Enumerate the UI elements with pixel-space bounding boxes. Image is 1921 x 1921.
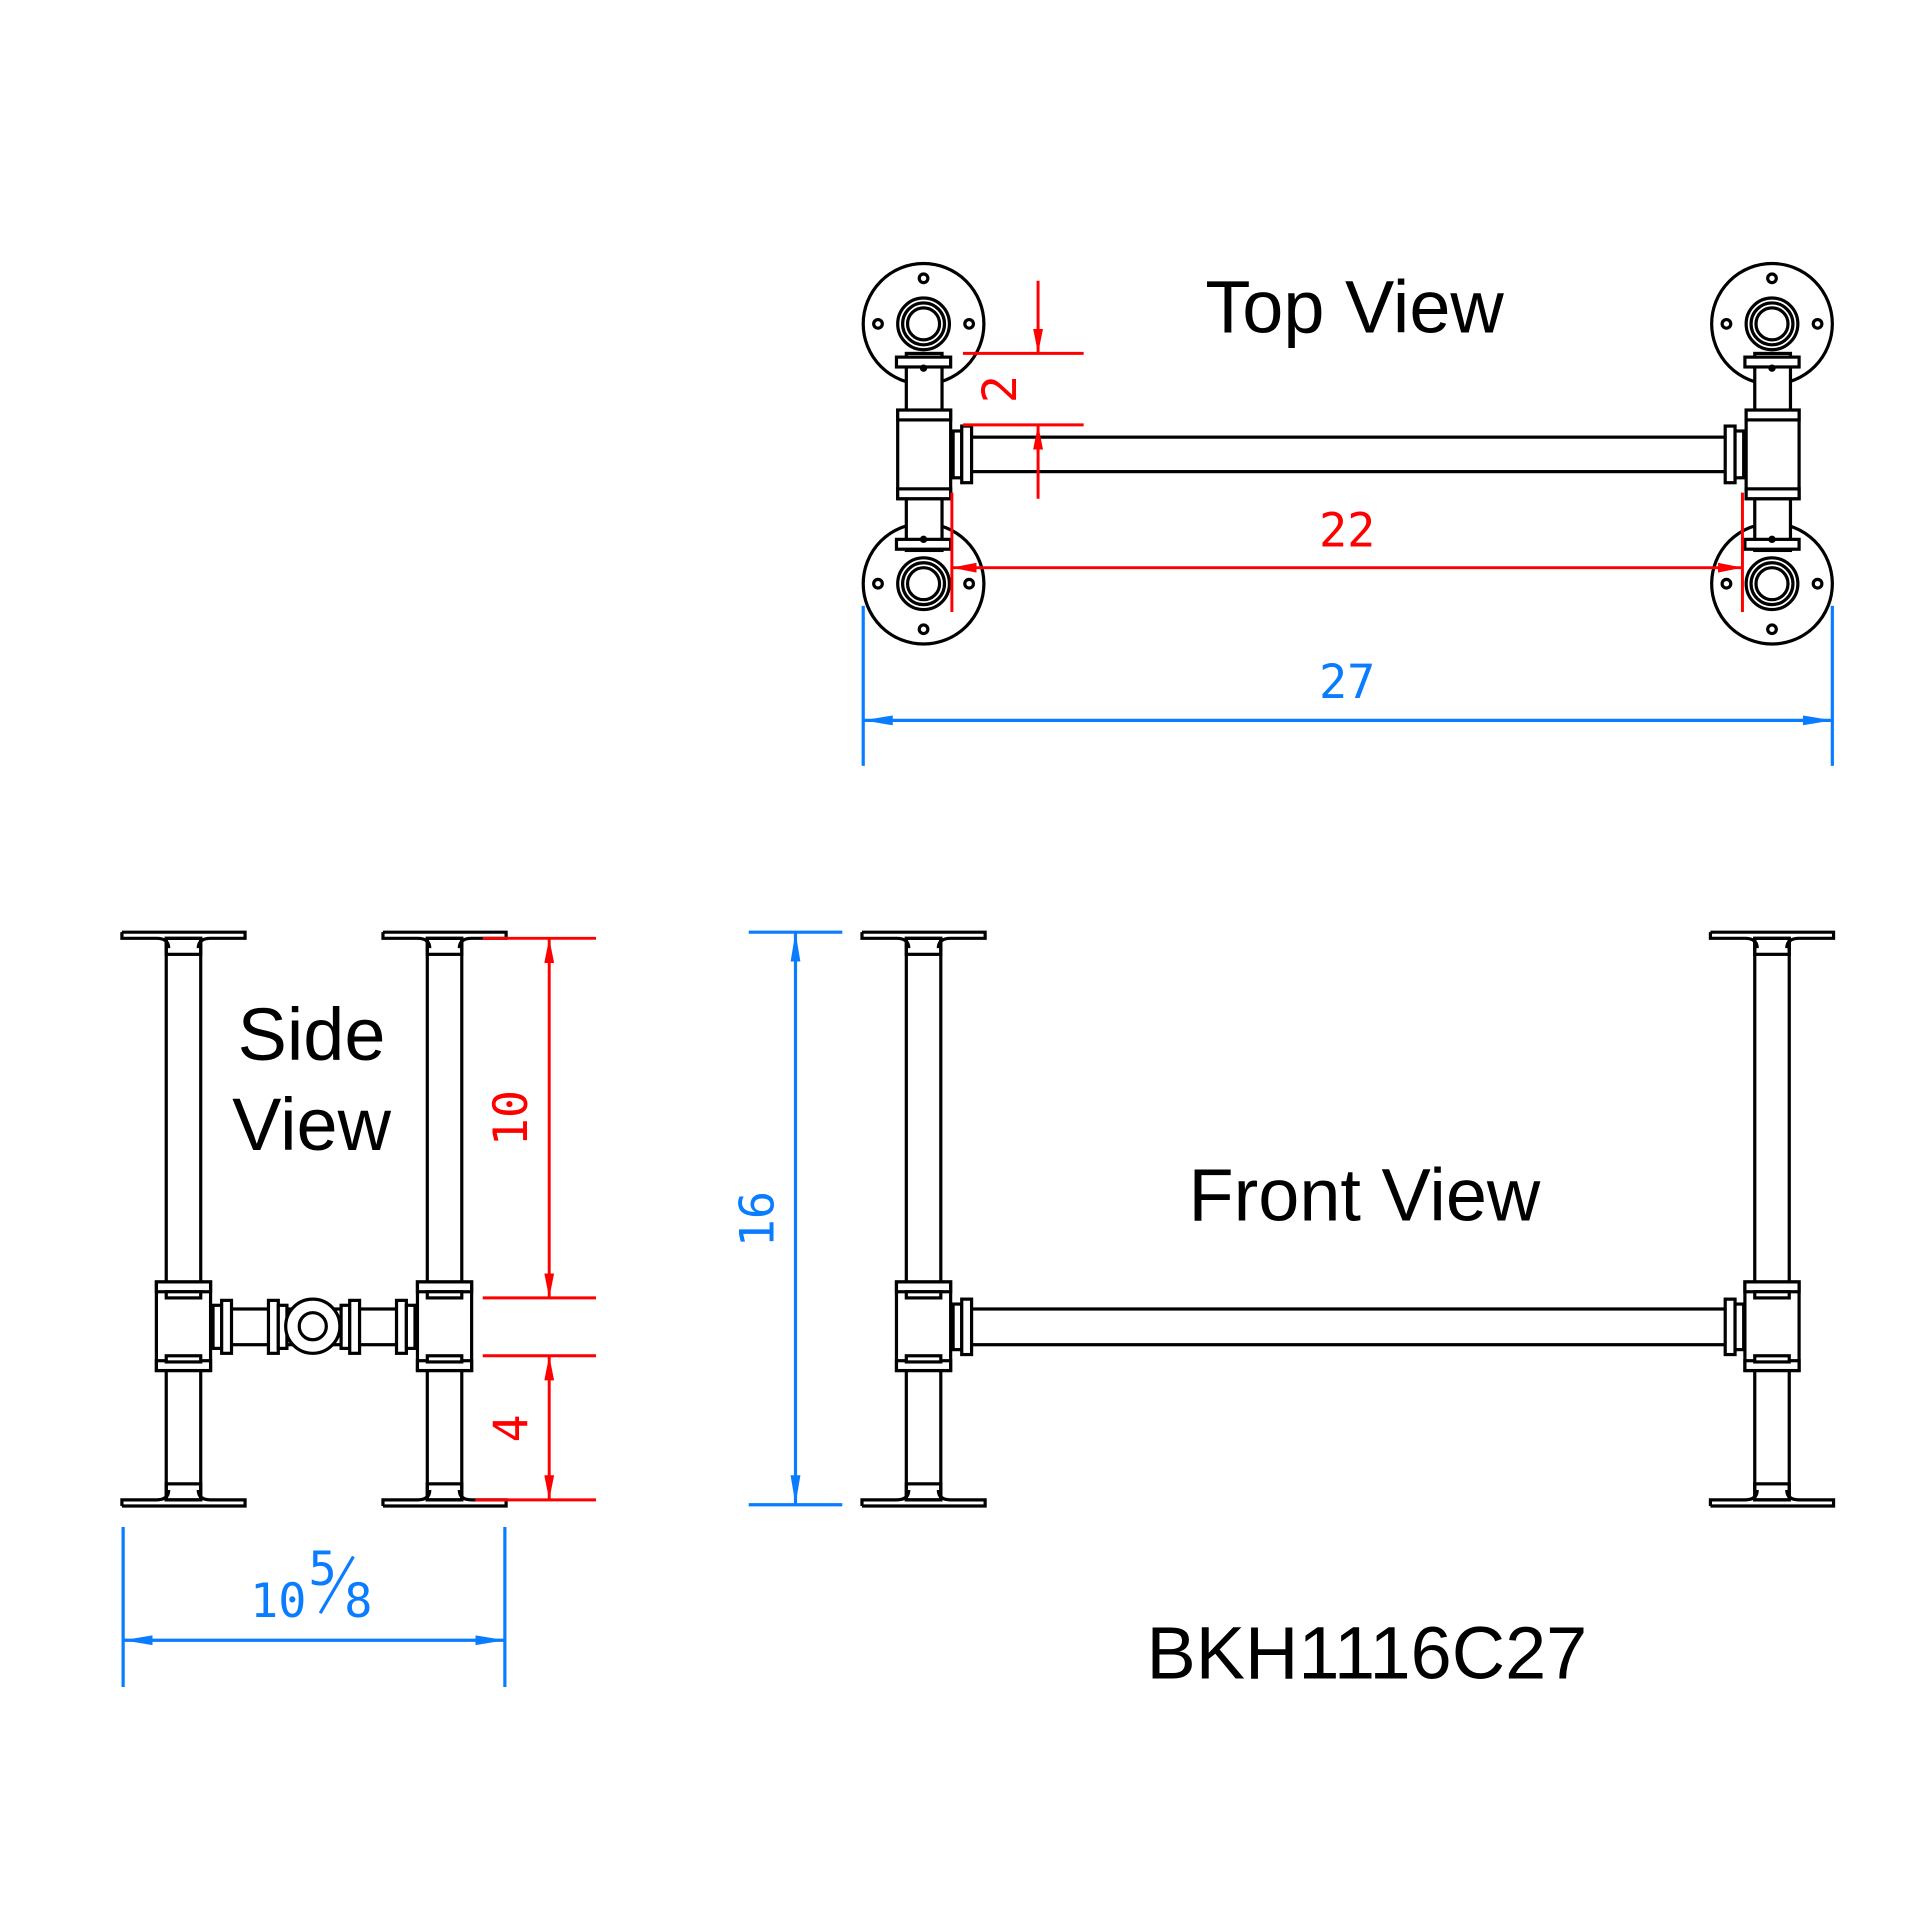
- dimension-top-overall-length: 27: [861, 605, 1834, 766]
- front-view-title: Front View: [1189, 1153, 1541, 1236]
- dimension-label: 16: [731, 1191, 785, 1247]
- dimension-label: 27: [1319, 656, 1375, 710]
- front-crossbar-pipe: [951, 1297, 1746, 1357]
- dimension-label: 22: [1319, 505, 1375, 559]
- dimension-top-offset: 2: [962, 280, 1084, 499]
- dimension-label: 4: [485, 1414, 539, 1442]
- dimension-label-denominator: 8: [344, 1575, 372, 1629]
- side-view-title-line2: View: [232, 1083, 391, 1166]
- top-crossbar-pipe: [951, 424, 1746, 485]
- front-view: Front View 16: [731, 930, 1836, 1508]
- part-number: BKH1116C27: [1146, 1611, 1587, 1694]
- side-view-title-line1: Side: [238, 993, 386, 1076]
- side-view: Side View 10 4 10 5 8: [120, 930, 597, 1688]
- tee-end-circle: [284, 1297, 342, 1355]
- top-view: Top View 2 22 27: [861, 261, 1834, 766]
- front-left-leg: [860, 930, 987, 1508]
- top-left-tee: [894, 351, 953, 553]
- dimension-side-width: 10 5 8: [121, 1526, 507, 1688]
- front-right-leg: [1708, 930, 1836, 1508]
- side-left-leg: [120, 930, 247, 1508]
- dimension-side-lower-height: 4: [475, 1354, 597, 1502]
- dimension-front-overall-height: 16: [731, 930, 843, 1507]
- dimension-label: 10: [485, 1090, 539, 1146]
- dimension-label: 2: [974, 375, 1028, 403]
- top-view-title: Top View: [1205, 265, 1504, 348]
- dimension-side-upper-height: 10: [482, 936, 597, 1300]
- top-right-tee: [1743, 351, 1801, 553]
- dimension-label-whole: 10: [250, 1575, 306, 1629]
- dimension-top-inner-span: 22: [950, 492, 1744, 613]
- side-crossbar: [211, 1297, 417, 1355]
- dimension-label-numerator: 5: [309, 1543, 337, 1597]
